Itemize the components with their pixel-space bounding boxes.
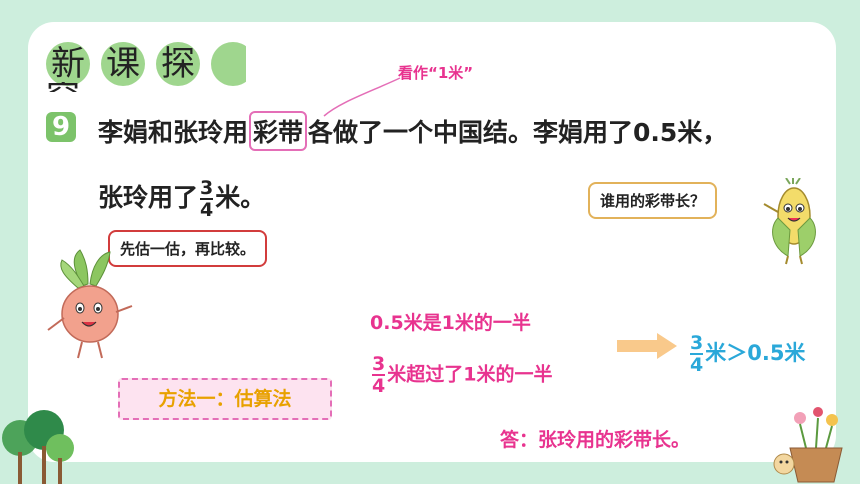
frac-denominator: 4	[200, 198, 214, 221]
corn-speech-bubble: 谁用的彩带长？	[588, 182, 718, 219]
reason-2-text: 米超过了1米的一半	[387, 363, 553, 386]
problem-line-2-after: 米。	[215, 183, 266, 212]
title-char-4: 究	[46, 82, 90, 92]
problem-line-1: 李娟和张玲用彩带各做了一个中国结。李娟用了0.5米，	[98, 111, 727, 151]
lesson-title: 新 课 探	[46, 40, 246, 88]
conclusion-den: 4	[690, 353, 704, 376]
radish-speech-bubble: 先估一估，再比较。	[108, 230, 268, 267]
title-char-4-clip: 究	[46, 82, 90, 92]
reason-1: 0.5米是1米的一半	[370, 312, 531, 334]
highlighted-word: 彩带	[249, 111, 308, 151]
radish-character-icon	[47, 249, 133, 359]
callout-note: 看作“1米”	[398, 64, 474, 82]
title-char-3: 探	[156, 42, 200, 86]
corn-character-icon	[763, 178, 816, 265]
callout-connector-icon	[323, 77, 401, 117]
answer: 答：张玲用的彩带长。	[500, 429, 691, 451]
title-char-2: 课	[101, 42, 145, 86]
trees-decoration-icon	[2, 410, 74, 484]
conclusion-text: 米＞0.5米	[705, 341, 806, 365]
problem-number-badge: 9	[46, 112, 76, 142]
reason-2-num: 3	[372, 353, 386, 375]
method-label: 方法一：估算法	[118, 378, 332, 420]
right-arrow-icon	[617, 333, 677, 359]
flower-basket-icon	[773, 407, 843, 483]
problem-line-1-after: 各做了一个中国结。李娟用了0.5米，	[308, 118, 728, 147]
conclusion-num: 3	[690, 332, 704, 354]
problem-line-2-before: 张玲用了	[98, 183, 199, 212]
title-char-1: 新	[46, 42, 90, 86]
frac-numerator: 3	[200, 177, 214, 199]
title-chip-4	[211, 42, 246, 86]
problem-line-1-before: 李娟和张玲用	[98, 118, 249, 147]
reason-2-den: 4	[372, 374, 386, 397]
